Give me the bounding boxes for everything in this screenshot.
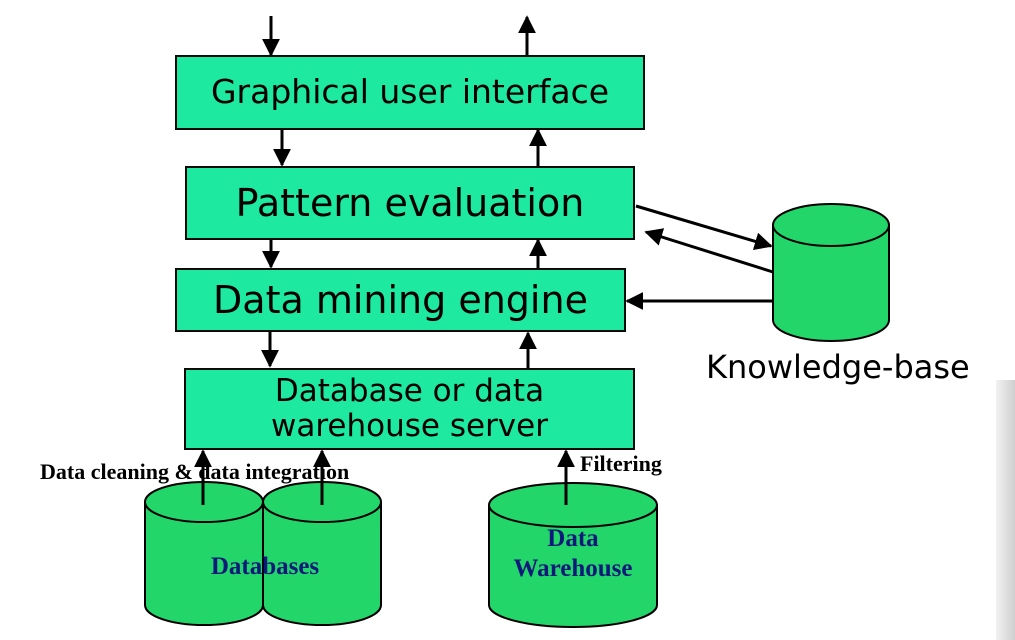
database-server-label-line2: warehouse server <box>271 408 548 444</box>
gui-layer: Graphical user interface <box>175 55 645 130</box>
pattern-evaluation-layer: Pattern evaluation <box>185 166 635 240</box>
filtering-annotation: Filtering <box>580 451 662 476</box>
gui-layer-label: Graphical user interface <box>210 72 610 112</box>
data-cleaning-annotation: Data cleaning & data integration <box>40 459 350 484</box>
knowledge-base-cylinder <box>772 203 890 342</box>
arrow-kb-to-pattern <box>644 228 774 274</box>
data-warehouse-cylinder <box>488 482 658 628</box>
data-mining-engine-layer: Data mining engine <box>175 268 626 332</box>
data-warehouse-label: Data Warehouse <box>489 524 657 584</box>
data-warehouse-label-line1: Data <box>547 525 599 552</box>
knowledge-base-label: Knowledge-base <box>706 348 970 386</box>
databases-label: Databases <box>210 553 320 580</box>
data-warehouse-label-line2: Warehouse <box>513 555 633 582</box>
data-mining-engine-label: Data mining engine <box>213 277 588 322</box>
database-server-layer: Database or data warehouse server <box>184 368 635 450</box>
database-server-label-line1: Database or data <box>274 373 545 410</box>
arrow-pattern-to-kb <box>635 204 773 251</box>
background-decoration <box>996 380 1015 640</box>
pattern-evaluation-label: Pattern evaluation <box>235 180 585 225</box>
